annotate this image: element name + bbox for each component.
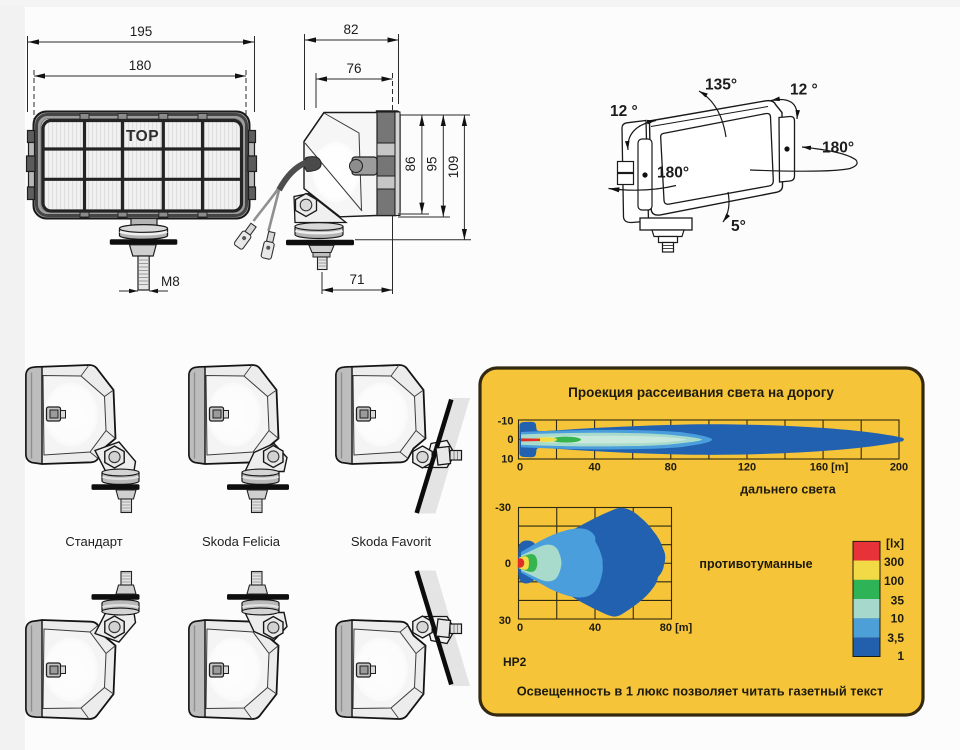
svg-text:0: 0 [505, 558, 511, 570]
svg-text:Проекция рассеивания света на: Проекция рассеивания света на дорогу [568, 385, 834, 400]
svg-text:80: 80 [665, 462, 677, 474]
svg-text:95: 95 [425, 156, 440, 171]
svg-text:TOP: TOP [126, 128, 159, 145]
svg-text:0: 0 [517, 622, 523, 634]
svg-text:300: 300 [884, 555, 904, 569]
svg-text:35: 35 [891, 593, 905, 607]
svg-text:-10: -10 [498, 416, 514, 428]
svg-text:10: 10 [891, 612, 905, 626]
svg-text:40: 40 [589, 622, 601, 634]
svg-text:5°: 5° [731, 218, 746, 235]
svg-text:10: 10 [501, 454, 513, 466]
svg-text:Skoda Felicia: Skoda Felicia [202, 534, 281, 549]
svg-text:12 °: 12 ° [610, 103, 638, 120]
svg-text:180°: 180° [822, 140, 854, 157]
svg-text:40: 40 [588, 462, 600, 474]
svg-text:160 [m]: 160 [m] [810, 462, 849, 474]
svg-text:120: 120 [738, 462, 756, 474]
svg-text:дальнего света: дальнего света [740, 483, 837, 497]
svg-text:12 °: 12 ° [790, 82, 818, 99]
svg-text:135°: 135° [705, 77, 737, 94]
svg-text:0: 0 [517, 462, 523, 474]
svg-text:HP2: HP2 [503, 655, 527, 669]
svg-text:[lx]: [lx] [886, 537, 904, 551]
svg-text:30: 30 [499, 615, 511, 627]
svg-text:Skoda Favorit: Skoda Favorit [351, 534, 432, 549]
svg-text:76: 76 [346, 61, 361, 76]
svg-text:180: 180 [129, 58, 152, 73]
svg-text:противотуманные: противотуманные [699, 557, 812, 571]
svg-text:109: 109 [446, 156, 461, 179]
svg-text:-30: -30 [495, 502, 511, 514]
svg-text:80 [m]: 80 [m] [660, 622, 693, 634]
svg-text:M8: M8 [161, 274, 180, 289]
svg-text:200: 200 [890, 462, 908, 474]
svg-text:180°: 180° [657, 165, 689, 182]
svg-text:3,5: 3,5 [887, 631, 904, 645]
svg-text:86: 86 [403, 156, 418, 171]
svg-text:82: 82 [343, 22, 358, 37]
svg-text:Стандарт: Стандарт [65, 534, 122, 549]
svg-text:1: 1 [897, 649, 904, 663]
svg-text:100: 100 [884, 574, 904, 588]
svg-text:0: 0 [507, 434, 513, 446]
svg-text:71: 71 [349, 272, 364, 287]
svg-text:195: 195 [130, 24, 153, 39]
svg-text:Освещенность в 1 люкс позволяе: Освещенность в 1 люкс позволяет читать г… [517, 684, 884, 699]
